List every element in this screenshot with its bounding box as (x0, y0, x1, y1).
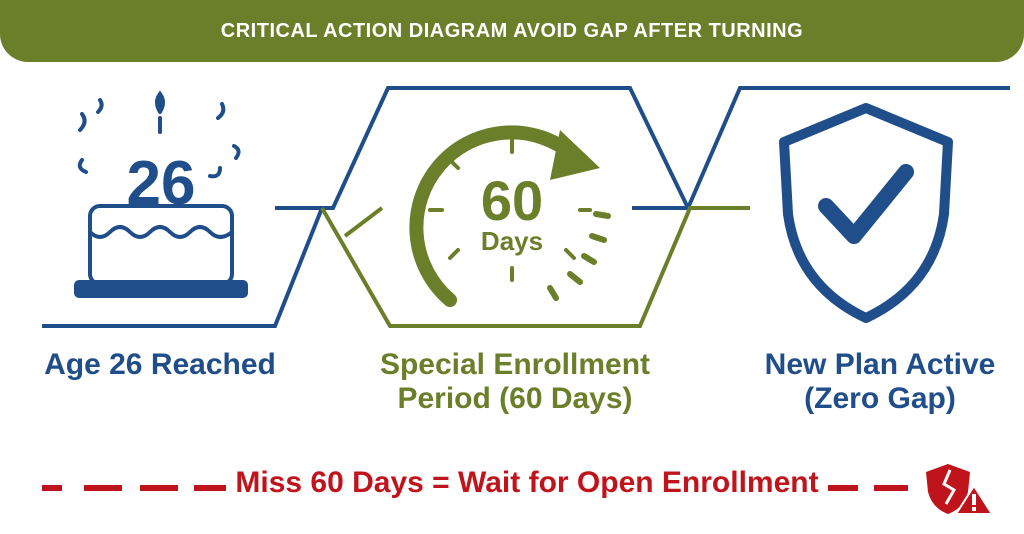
birthday-cake-icon (74, 90, 248, 298)
step-period-label-line2: Period (60 Days) (397, 382, 633, 415)
shield-check-icon (779, 103, 953, 323)
timer-icon (409, 125, 611, 307)
banner-title: CRITICAL ACTION DIAGRAM AVOID GAP AFTER … (220, 19, 804, 42)
timer-number: 60 (481, 169, 543, 232)
warning-text: Miss 60 Days = Wait for Open Enrollment (235, 466, 819, 499)
flow-line-olive (320, 206, 750, 328)
flow-line-blue (42, 86, 1010, 328)
step-period-label-line1: Special Enrollment (379, 348, 651, 381)
header-banner: CRITICAL ACTION DIAGRAM AVOID GAP AFTER … (0, 0, 1024, 62)
step-plan-label-line2: (Zero Gap) (804, 382, 956, 415)
flow-line-olive-segment (343, 206, 384, 238)
step-period-label: Special Enrollment Period (60 Days) (340, 348, 690, 416)
step-age-label: Age 26 Reached (20, 348, 300, 382)
broken-shield-warning-icon (926, 464, 994, 515)
cake-age-number: 26 (127, 149, 196, 218)
step-plan-label: New Plan Active (Zero Gap) (740, 348, 1020, 416)
step-age-label-text: Age 26 Reached (44, 348, 276, 381)
step-plan-label-line1: New Plan Active (764, 348, 996, 381)
timer-unit: Days (481, 226, 543, 256)
